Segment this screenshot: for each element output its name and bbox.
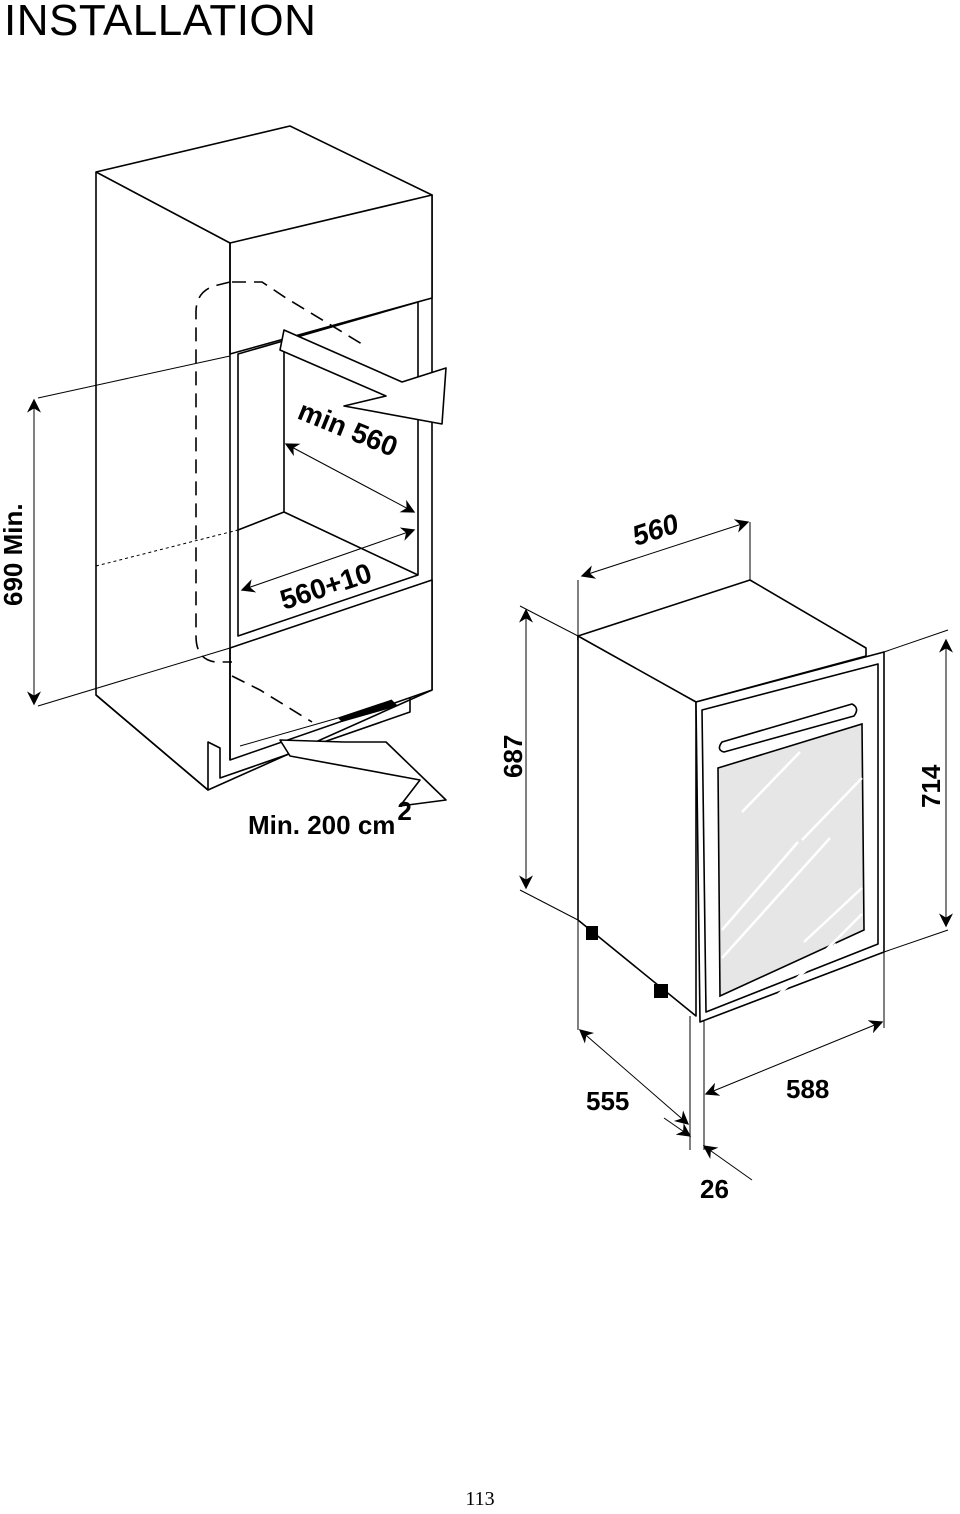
appliance-depth-label: 555: [586, 1086, 629, 1116]
niche-width-dimension: [240, 527, 416, 593]
door-open-dimension: [704, 1020, 884, 1096]
appliance-side: [577, 635, 697, 1017]
ventilation-label-superscript: 2: [397, 796, 411, 826]
appliance-foot: [586, 926, 598, 940]
appliance-height-label: 687: [498, 735, 528, 778]
air-inlet-arrow: [279, 739, 447, 807]
page-number: 113: [465, 1488, 495, 1510]
ventilation-label-text: Min. 200 cm: [248, 810, 395, 840]
appliance-depth-dimension: [578, 1029, 690, 1125]
appliance-width-dimension: [580, 519, 750, 579]
door-glass: [717, 722, 865, 998]
glass-reflections: [721, 751, 863, 1001]
door-handle: [718, 703, 858, 753]
ventilation-label: Min. 200 cm2: [248, 796, 412, 840]
door-thickness-dimension: [702, 1145, 753, 1181]
door-thickness-label: 26: [700, 1174, 729, 1204]
niche-depth-dimension: [284, 443, 416, 513]
appliance-foot: [654, 984, 668, 998]
wine-cooler-appliance: [519, 519, 953, 1181]
niche-cabinet: [27, 125, 447, 807]
niche-height-label: 690 Min.: [0, 503, 28, 606]
air-outlet-arrow: [279, 329, 447, 425]
page-heading: INSTALLATION: [4, 0, 317, 45]
appliance-total-height-label: 714: [916, 764, 946, 808]
door-open-label: 588: [786, 1074, 829, 1104]
appliance-width-label: 560: [628, 508, 682, 552]
